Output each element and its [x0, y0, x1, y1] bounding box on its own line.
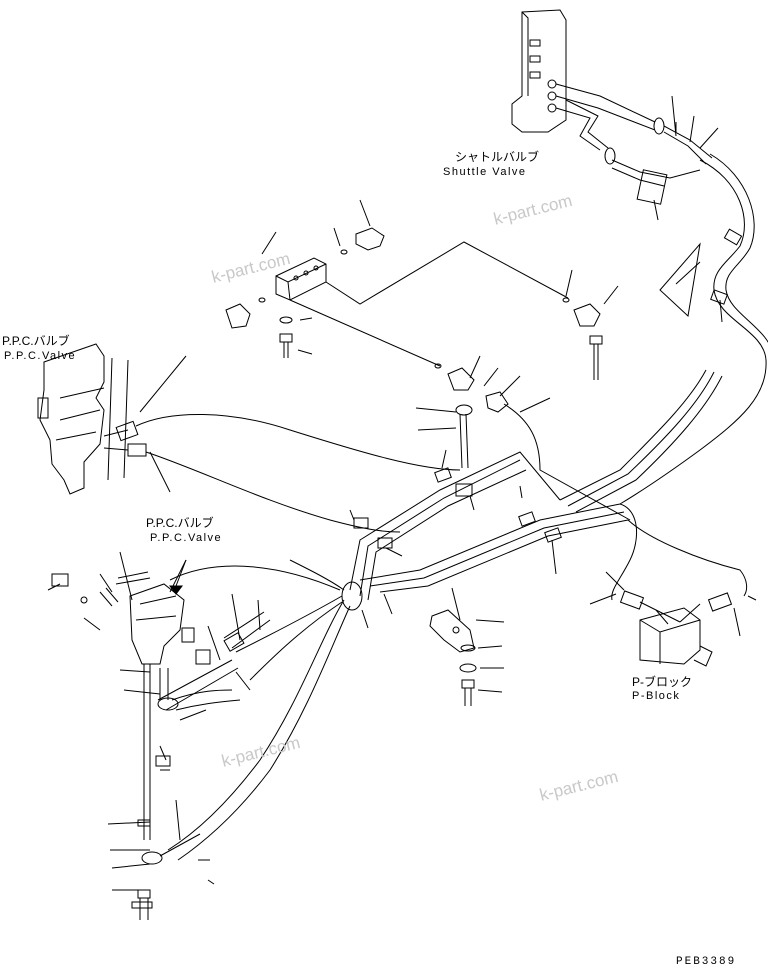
hose-bundle-right: [559, 153, 768, 513]
p-block-label-jp: P-ブロック: [632, 675, 693, 689]
p-block: [589, 571, 757, 667]
leader-lines-lower: [47, 551, 261, 891]
ppc-valve-center-label-jp: P.P.C.バルブ: [146, 516, 214, 530]
leader-lines-shuttle: [653, 95, 719, 221]
shuttle-valve-label-jp: シャトルバルブ: [455, 150, 540, 164]
ppc-valve-center-label-en: P.P.C.Valve: [150, 532, 223, 544]
hose-clamp: [167, 559, 393, 861]
document-id: PEB3389: [676, 956, 737, 968]
hose-bundle-center: [349, 449, 748, 601]
ppc-valve-center: [51, 559, 271, 920]
shuttle-valve: [511, 9, 713, 205]
ppc-valve-left: [37, 343, 461, 533]
shuttle-valve-label-en: Shuttle Valve: [443, 166, 527, 178]
bracket-assembly: [429, 587, 505, 706]
center-fittings: [415, 355, 631, 521]
manifold-block: [225, 199, 619, 391]
ppc-valve-left-label-jp: P.P.C.バルブ: [2, 334, 70, 348]
p-block-label-en: P-Block: [632, 690, 681, 702]
ppc-valve-left-label-en: P.P.C.Valve: [4, 350, 77, 362]
